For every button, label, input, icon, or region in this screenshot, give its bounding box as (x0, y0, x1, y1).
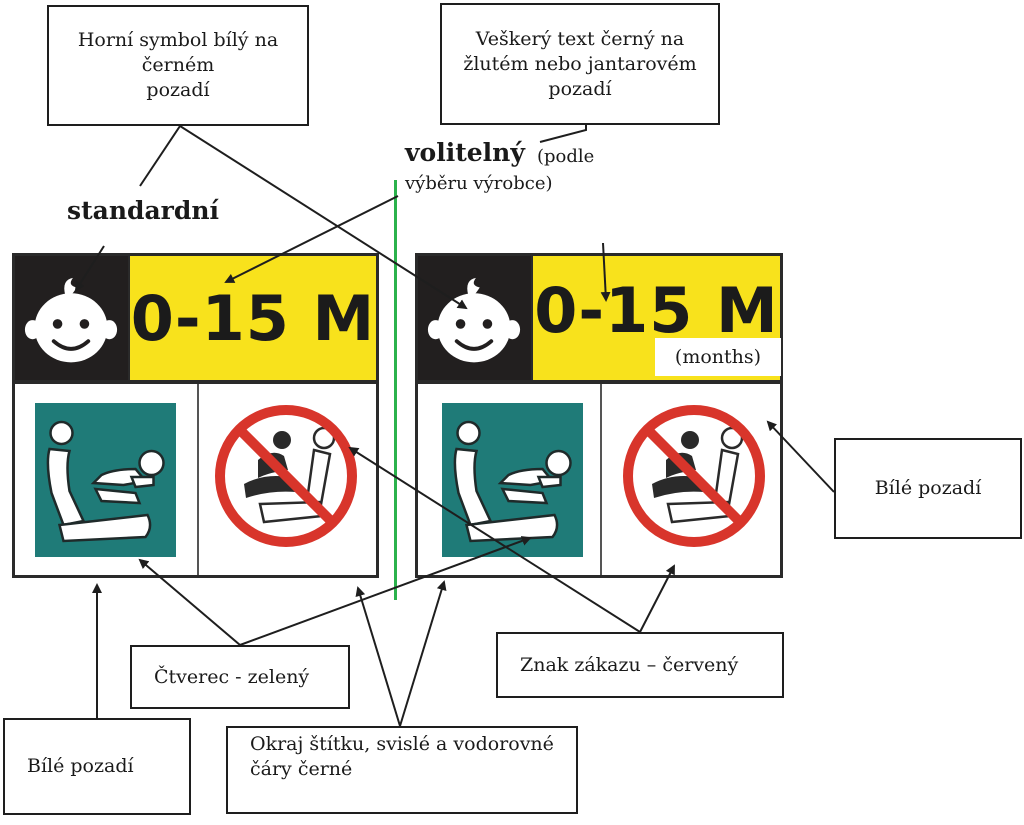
leader-line (179, 125, 468, 310)
yellow-age-field: 0-15 M (128, 256, 376, 380)
callout-all-text-line3: pozadí (548, 77, 612, 100)
callout-all-text-line1: Veškerý text černý na (475, 27, 685, 50)
leader-line (639, 564, 675, 633)
leader-line (348, 446, 641, 633)
months-note: (months) (655, 338, 781, 376)
age-range-text: 0-15 M (534, 274, 779, 347)
black-background (15, 256, 128, 380)
callout-top-symbol-line3: pozadí (146, 79, 210, 101)
leader-line (399, 580, 447, 727)
green-square (442, 403, 583, 557)
callout-white-bg-right: Bílé pozadí (834, 438, 1022, 539)
callout-square-green-text: Čtverec - zelený (154, 665, 310, 688)
callout-top-symbol: Horní symbol bílý na černém pozadí (47, 5, 309, 126)
leader-line (74, 245, 105, 292)
leader-line (539, 125, 587, 143)
callout-square-green: Čtverec - zelený (130, 645, 350, 709)
baby-face-icon (24, 277, 118, 363)
leader-line (239, 536, 532, 646)
prohibition-sign-icon (623, 405, 765, 547)
label-optional: volitelný (405, 138, 525, 167)
leader-line (139, 125, 181, 187)
callout-all-text-line2: žlutém nebo jantarovém (463, 52, 697, 75)
label-standard: standardní (67, 196, 220, 225)
callout-top-symbol-line2: černém (141, 54, 215, 76)
label-panel-standard: 0-15 M (12, 253, 379, 578)
vertical-line (600, 384, 602, 575)
black-background (418, 256, 531, 380)
callout-top-symbol-line1: Horní symbol bílý na (77, 29, 279, 51)
callout-white-bg-left-text: Bílé pozadí (27, 755, 134, 777)
green-square (35, 403, 176, 557)
callout-border-lines: Okraj štítku, svislé a vodorovné čáry če… (226, 726, 578, 814)
age-range-text: 0-15 M (130, 281, 376, 355)
baby-face-icon (427, 277, 521, 363)
divider-line (394, 180, 397, 600)
leader-line (138, 558, 241, 646)
seat-child-icon (46, 420, 165, 543)
label-panel-optional: 0-15 M (months) (415, 253, 783, 578)
seat-child-icon (453, 420, 572, 543)
label-optional-note2: výběru výrobce) (405, 173, 553, 194)
callout-prohibition-red: Znak zákazu – červený (496, 632, 784, 698)
months-note-text: (months) (674, 346, 762, 368)
leader-line (600, 242, 611, 302)
leader-line (355, 586, 401, 727)
horizontal-line (15, 380, 376, 384)
callout-border-lines-line2: čáry černé (250, 758, 353, 780)
horizontal-line (418, 380, 780, 384)
callout-border-lines-line1: Okraj štítku, svislé a vodorovné (250, 733, 554, 755)
callout-white-bg-left: Bílé pozadí (3, 718, 191, 815)
callout-white-bg-right-text: Bílé pozadí (874, 477, 982, 499)
callout-all-text: Veškerý text černý na žlutém nebo jantar… (440, 3, 720, 125)
vertical-line (197, 384, 199, 575)
prohibition-sign-icon (215, 405, 357, 547)
leader-line (224, 195, 399, 283)
label-optional-note1: (podle (537, 146, 595, 167)
leader-line (766, 420, 835, 493)
callout-prohibition-red-text: Znak zákazu – červený (520, 653, 739, 676)
